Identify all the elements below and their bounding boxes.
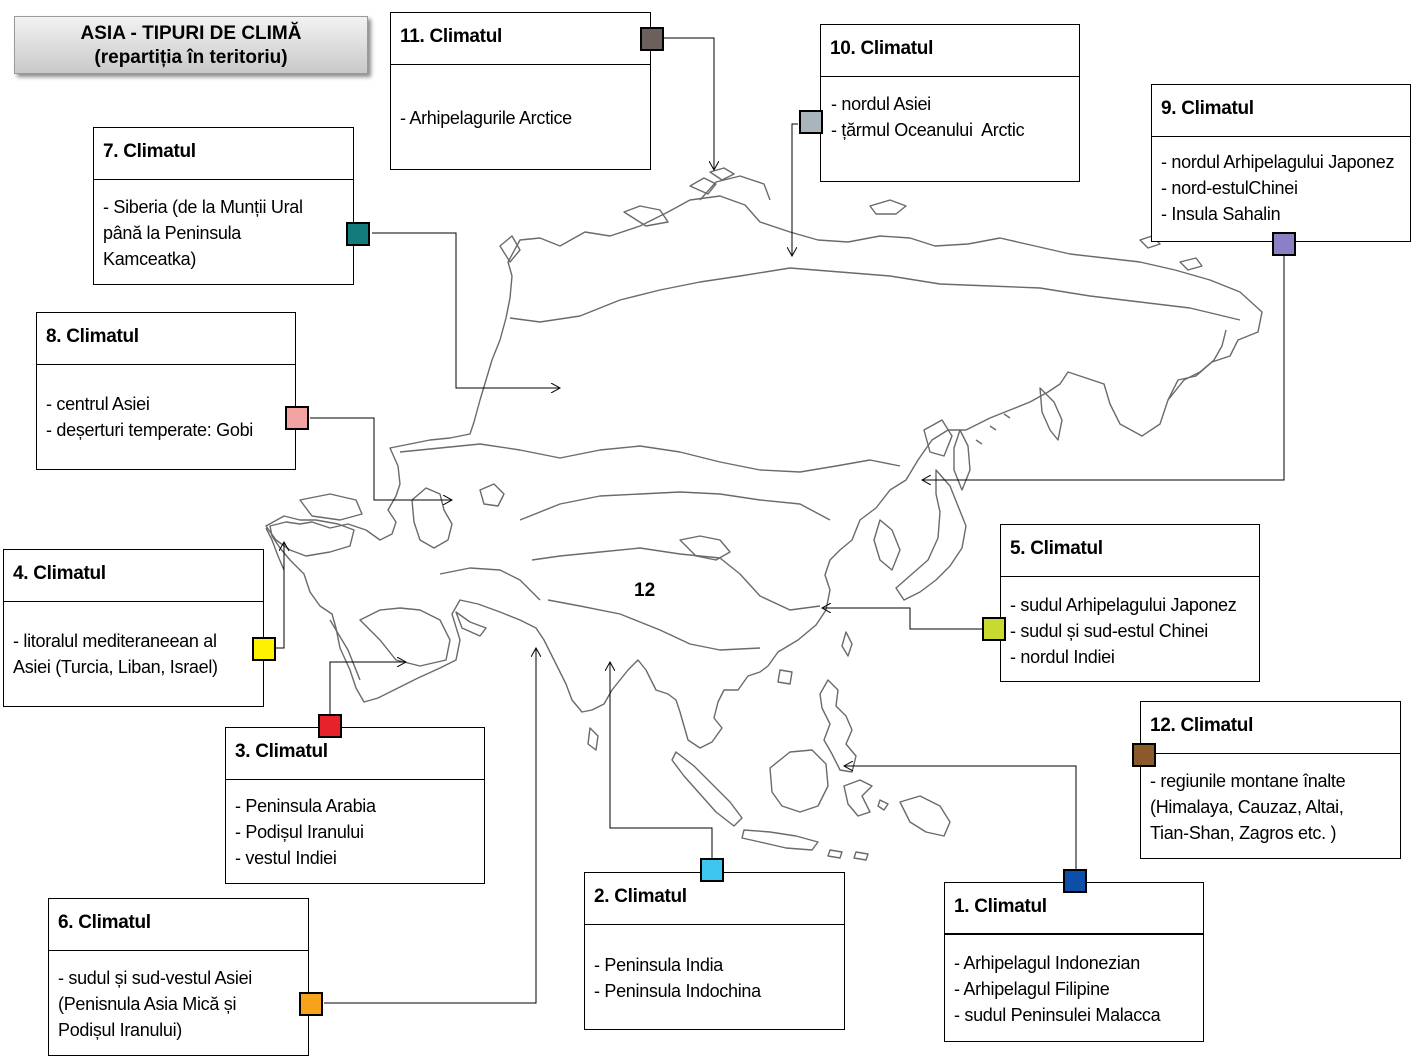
climate-box-title: 2. Climatul [585,873,844,925]
climate-box-item: - sudul și sud-estul Chinei [1010,621,1208,641]
color-swatch-11 [640,27,664,51]
climate-box-4: 4. Climatul - litoralul mediteraneean al… [3,549,264,707]
climate-box-title: 5. Climatul [1001,525,1259,577]
color-swatch-1 [1063,869,1087,893]
climate-box-item: - Insula Sahalin [1161,204,1281,224]
climate-box-item: - Siberia (de la Munții Ural [103,197,303,217]
climate-box-2: 2. Climatul - Peninsula India - Peninsul… [584,872,845,1030]
climate-box-item: - Podișul Iranului [235,822,364,842]
climate-box-7: 7. Climatul - Siberia (de la Munții Ural… [93,127,354,285]
climate-box-item: - Peninsula India [594,955,723,975]
climate-box-item: - nordul Asiei [831,94,931,114]
sumatra-outline [671,751,743,827]
climate-box-title: 4. Climatul [4,550,263,602]
leader-3 [329,662,406,716]
leader-4 [276,542,284,649]
climate-box-3: 3. Climatul - Peninsula Arabia - Podișul… [225,727,485,884]
climate-box-8: 8. Climatul - centrul Asiei - deșerturi … [36,312,296,470]
borneo-outline [769,749,829,813]
leader-11 [664,37,714,170]
color-swatch-2 [700,858,724,882]
leader-2 [610,662,713,858]
climate-box-9: 9. Climatul - nordul Arhipelagului Japon… [1151,84,1411,242]
color-swatch-10 [799,110,823,134]
climate-box-item: - Peninsula Arabia [235,796,376,816]
climate-box-title: 6. Climatul [49,899,308,951]
climate-box-5: 5. Climatul - sudul Arhipelagului Japone… [1000,524,1260,682]
climate-box-item: - nord-estulChinei [1161,178,1298,198]
climate-box-item: - Arhipelagurile Arctice [400,108,572,128]
leader-8 [310,417,452,500]
leader-10 [792,123,798,256]
color-swatch-5 [982,617,1006,641]
climate-box-item: - nordul Arhipelagului Japonez [1161,152,1395,172]
climate-box-1: 1. Climatul - Arhipelagul Indonezian - A… [944,882,1204,1042]
climate-box-item: Podișul Iranului) [58,1020,182,1040]
diagram-title: ASIA - TIPURI DE CLIMĂ (repartiția în te… [14,16,368,74]
climate-box-item: - Arhipelagul Filipine [954,979,1110,999]
climate-box-item: - Arhipelagul Indonezian [954,953,1140,973]
leader-9 [922,256,1285,480]
climate-box-item: - litoralul mediteraneean al [13,631,217,651]
climate-box-item: Tian-Shan, Zagros etc. ) [1150,823,1337,843]
climate-box-item: (Penisnula Asia Mică și [58,994,237,1014]
climate-box-6: 6. Climatul - sudul și sud-vestul Asiei … [48,898,309,1056]
climate-box-item: - regiunile montane înalte [1150,771,1346,791]
leader-1 [844,766,1077,870]
color-swatch-6 [299,992,323,1016]
climate-box-item: - țărmul Oceanului Arctic [831,120,1025,140]
climate-box-item: - sudul Arhipelagului Japonez [1010,595,1237,615]
title-line-1: ASIA - TIPURI DE CLIMĂ [80,23,302,44]
climate-box-title: 8. Climatul [37,313,295,365]
map-label-12: 12 [634,580,656,601]
climate-box-item: - centrul Asiei [46,394,150,414]
climate-box-title: 12. Climatul [1141,702,1400,754]
climate-box-item: (Himalaya, Cauzaz, Altai, [1150,797,1344,817]
climate-box-title: 3. Climatul [226,728,484,780]
leader-5 [822,608,982,630]
climate-box-title: 9. Climatul [1152,85,1410,137]
climate-box-item: - nordul Indiei [1010,647,1115,667]
color-swatch-12 [1132,743,1156,767]
leader-7 [372,232,560,388]
asia-mainland-outline [269,195,1263,749]
climate-box-10: 10. Climatul - nordul Asiei - țărmul Oce… [820,24,1080,182]
color-swatch-3 [318,714,342,738]
climate-box-item: - sudul și sud-vestul Asiei [58,968,252,988]
climate-box-item: - sudul Peninsulei Malacca [954,1005,1161,1025]
color-swatch-9 [1272,232,1296,256]
climate-box-title: 10. Climatul [821,25,1079,77]
climate-box-item: până la Peninsula [103,223,242,243]
caspian-sea-outline [411,487,453,549]
sakhalin-outline [953,429,971,491]
color-swatch-8 [285,406,309,430]
leader-6 [324,648,536,1004]
climate-box-item: - vestul Indiei [235,848,337,868]
title-line-2: (repartiția în teritoriu) [94,47,288,68]
climate-box-item: - deșerturi temperate: Gobi [46,420,253,440]
climate-box-item: - Peninsula Indochina [594,981,761,1001]
color-swatch-7 [346,222,370,246]
climate-box-title: 11. Climatul [391,13,650,65]
climate-box-item: Asiei (Turcia, Liban, Israel) [13,657,218,677]
color-swatch-4 [252,637,276,661]
climate-box-12: 12. Climatul - regiunile montane înalte … [1140,701,1401,859]
climate-box-title: 1. Climatul [945,883,1203,935]
climate-box-11: 11. Climatul - Arhipelagurile Arctice [390,12,651,170]
climate-box-item: Kamceatka) [103,249,197,269]
climate-box-title: 7. Climatul [94,128,353,180]
japan-outline [895,469,967,601]
